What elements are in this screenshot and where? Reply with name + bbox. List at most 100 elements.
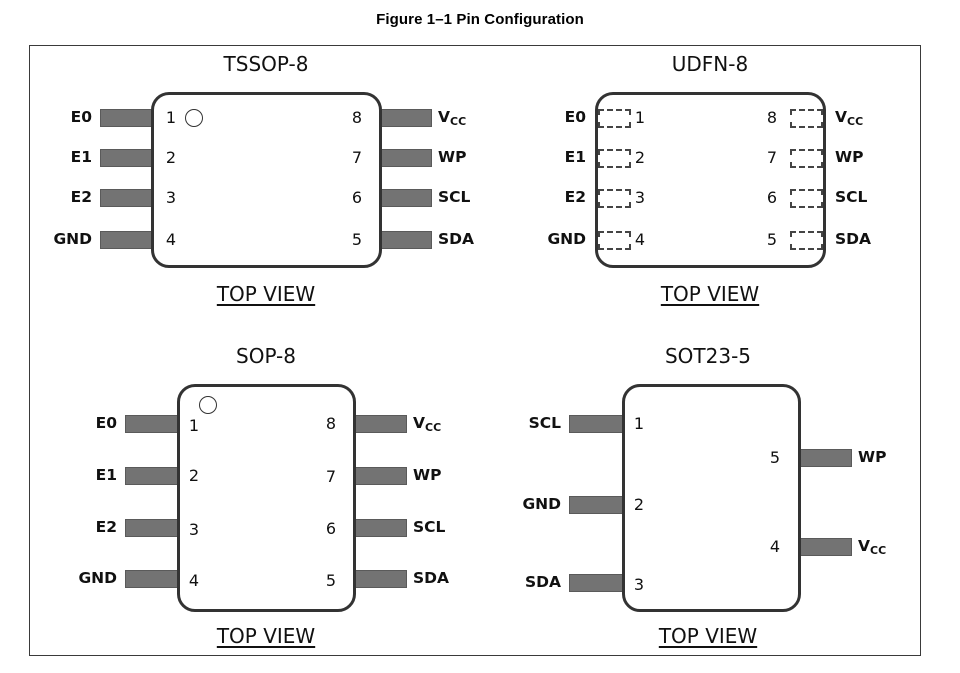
pin-number-tssop8-6: 6 [351, 188, 363, 207]
pin-lead-sop8-8 [353, 415, 407, 433]
pin-name-sop8-4: GND [57, 569, 117, 587]
pin-name-sop8-3: E2 [57, 518, 117, 536]
pin-name-subscript: CC [870, 544, 887, 557]
top-view-label-udfn8: TOP VIEW [660, 282, 760, 306]
pin-number-tssop8-2: 2 [165, 148, 177, 167]
pin-name-tssop8-2: E1 [32, 148, 92, 166]
top-view-label-sot23-5: TOP VIEW [658, 624, 758, 648]
pin-name-text: E2 [95, 518, 117, 536]
package-title-tssop8: TSSOP-8 [223, 52, 309, 76]
pin-name-udfn8-3: E2 [526, 188, 586, 206]
pin-lead-sop8-3 [125, 519, 180, 537]
pin-name-tssop8-5: SDA [438, 230, 498, 248]
pin-name-text: E2 [70, 188, 92, 206]
pin-number-tssop8-8: 8 [351, 108, 363, 127]
pin-pad-udfn8-3 [598, 189, 631, 208]
pin-pad-udfn8-7 [790, 149, 823, 168]
pin-lead-tssop8-2 [100, 149, 154, 167]
pin-name-text: V [413, 414, 425, 432]
pin-number-sop8-6: 6 [325, 519, 337, 538]
pin-name-sop8-2: E1 [57, 466, 117, 484]
pin-name-text: WP [438, 148, 467, 166]
pin-lead-sot23-5-2 [569, 496, 625, 514]
pin1-marker-icon [199, 396, 217, 414]
pin-lead-tssop8-1 [100, 109, 154, 127]
pin-number-sop8-5: 5 [325, 571, 337, 590]
pin-name-text: WP [413, 466, 442, 484]
pin-name-tssop8-6: SCL [438, 188, 498, 206]
pin-number-sop8-2: 2 [188, 466, 200, 485]
pin-number-sot23-5-5: 5 [769, 448, 781, 467]
pin-name-udfn8-6: SCL [835, 188, 895, 206]
top-view-label-tssop8: TOP VIEW [216, 282, 316, 306]
pin-pad-udfn8-5 [790, 231, 823, 250]
pin-name-subscript: CC [425, 421, 442, 434]
pin-name-text: E0 [95, 414, 117, 432]
pin-name-udfn8-4: GND [526, 230, 586, 248]
pin-name-udfn8-8: VCC [835, 108, 895, 131]
pin-number-udfn8-3: 3 [634, 188, 646, 207]
pin-name-sot23-5-3: SDA [501, 573, 561, 591]
pin-number-tssop8-5: 5 [351, 230, 363, 249]
pin-name-text: E0 [70, 108, 92, 126]
pin-name-sot23-5-2: GND [501, 495, 561, 513]
package-body-sot23-5 [622, 384, 801, 612]
pin-name-tssop8-3: E2 [32, 188, 92, 206]
pin-number-udfn8-4: 4 [634, 230, 646, 249]
pin-name-text: SDA [835, 230, 872, 248]
pin-name-text: GND [547, 230, 586, 248]
package-title-sop8: SOP-8 [236, 344, 296, 368]
pin-lead-tssop8-7 [379, 149, 432, 167]
pin-name-text: SCL [835, 188, 868, 206]
pin-name-sop8-7: WP [413, 466, 473, 484]
pin-name-text: SCL [413, 518, 446, 536]
pin-name-tssop8-1: E0 [32, 108, 92, 126]
pin-name-text: E1 [70, 148, 92, 166]
pin-lead-sot23-5-5 [798, 449, 852, 467]
pin-lead-tssop8-6 [379, 189, 432, 207]
pin-name-udfn8-1: E0 [526, 108, 586, 126]
pin-lead-sop8-2 [125, 467, 180, 485]
pin-number-udfn8-8: 8 [766, 108, 778, 127]
pin-name-udfn8-2: E1 [526, 148, 586, 166]
pin-name-text: SCL [528, 414, 561, 432]
pin-name-text: GND [53, 230, 92, 248]
pin-name-text: SDA [438, 230, 475, 248]
pin-lead-sop8-6 [353, 519, 407, 537]
pin-name-text: E1 [95, 466, 117, 484]
pin-lead-sop8-4 [125, 570, 180, 588]
pin-number-sop8-3: 3 [188, 520, 200, 539]
pin-number-sot23-5-2: 2 [633, 495, 645, 514]
pin-pad-udfn8-1 [598, 109, 631, 128]
pin-name-tssop8-8: VCC [438, 108, 498, 131]
pin-number-sop8-8: 8 [325, 414, 337, 433]
pin-pad-udfn8-4 [598, 231, 631, 250]
pin-number-tssop8-7: 7 [351, 148, 363, 167]
pin-number-tssop8-3: 3 [165, 188, 177, 207]
pin-number-udfn8-1: 1 [634, 108, 646, 127]
pin-name-text: GND [522, 495, 561, 513]
pin-name-udfn8-5: SDA [835, 230, 895, 248]
pin-name-text: SDA [524, 573, 561, 591]
pin-name-text: E1 [564, 148, 586, 166]
pin-name-text: V [835, 108, 847, 126]
pin-number-udfn8-2: 2 [634, 148, 646, 167]
pin-number-sop8-7: 7 [325, 467, 337, 486]
pin-pad-udfn8-6 [790, 189, 823, 208]
pin-name-udfn8-7: WP [835, 148, 895, 166]
pin-number-udfn8-6: 6 [766, 188, 778, 207]
pin-name-text: SCL [438, 188, 471, 206]
pin-lead-sop8-7 [353, 467, 407, 485]
pin-lead-tssop8-4 [100, 231, 154, 249]
pin-name-subscript: CC [450, 115, 467, 128]
pin-name-sop8-8: VCC [413, 414, 473, 437]
pin-number-sop8-1: 1 [188, 416, 200, 435]
pin-lead-sop8-5 [353, 570, 407, 588]
pin-name-sot23-5-5: WP [858, 448, 918, 466]
pin-number-sot23-5-1: 1 [633, 414, 645, 433]
pin-name-sot23-5-1: SCL [501, 414, 561, 432]
pin-name-text: WP [835, 148, 864, 166]
pin-name-tssop8-7: WP [438, 148, 498, 166]
pin-number-udfn8-5: 5 [766, 230, 778, 249]
pin-number-sot23-5-3: 3 [633, 575, 645, 594]
